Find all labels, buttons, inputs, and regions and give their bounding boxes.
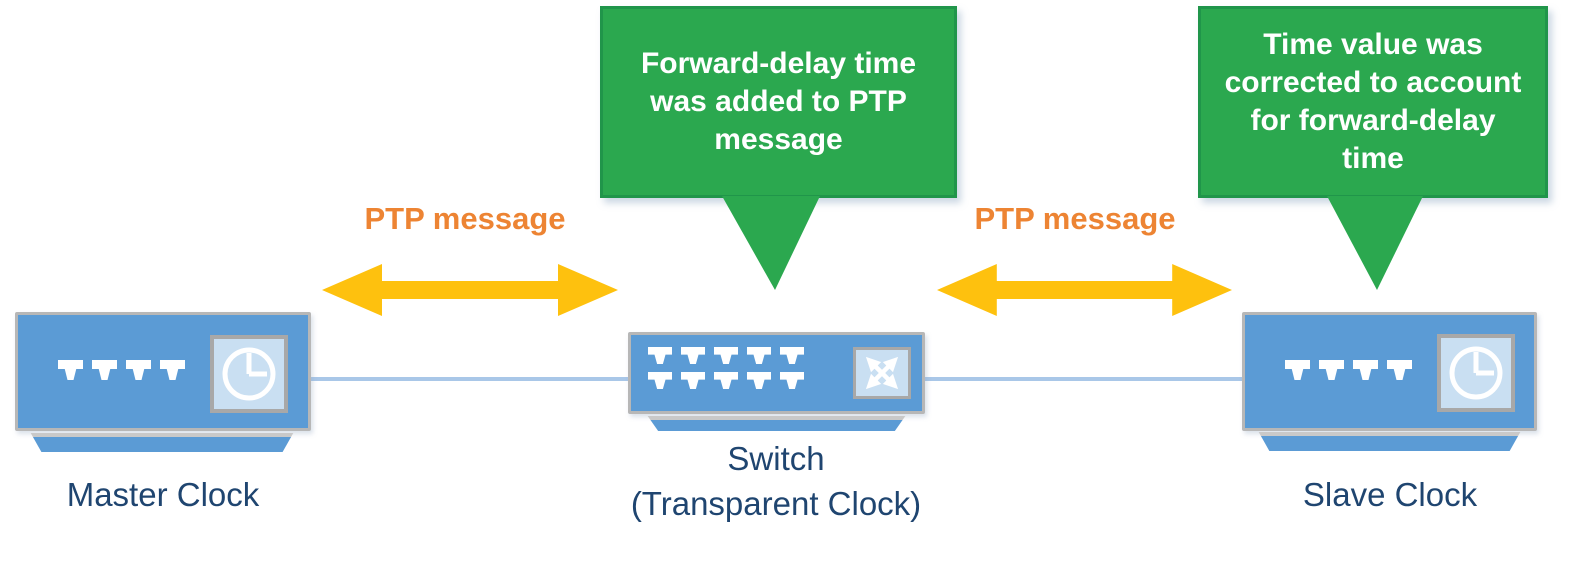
master-clock-device: [15, 312, 311, 431]
double-headed-arrow-icon: [937, 264, 1232, 316]
slave-clock-label: Slave Clock: [1302, 476, 1478, 513]
network-link-line-right: [922, 377, 1244, 381]
master-clock-label: Master Clock: [66, 476, 260, 513]
ptp-message-label-left: PTP message: [364, 201, 566, 236]
callout-text-line: was added to PTP: [650, 85, 907, 119]
ethernet-port-icon: [160, 360, 185, 380]
callout-time-value-corrected: Time value was corrected to account for …: [1198, 6, 1548, 198]
clock-icon: [1437, 334, 1515, 412]
switch-device: [628, 332, 925, 414]
ethernet-port-icon: [714, 372, 738, 389]
switch-label-group: Switch (Transparent Clock): [601, 436, 951, 526]
callout-pointer: [722, 196, 820, 290]
device-stand: [647, 416, 906, 431]
network-link-line-left: [310, 377, 630, 381]
slave-clock-device: [1242, 312, 1537, 431]
callout-text-line: time: [1342, 141, 1404, 175]
ethernet-port-icon: [1353, 360, 1378, 380]
ethernet-port-icon: [1319, 360, 1344, 380]
double-headed-arrow-icon: [322, 264, 618, 316]
ethernet-port-icon: [714, 347, 738, 364]
crossed-arrows-icon: [853, 347, 911, 399]
port-row: [648, 347, 804, 364]
ethernet-port-icon: [126, 360, 151, 380]
switch-label: Switch: [727, 440, 825, 477]
ptp-message-label-right: PTP message: [974, 201, 1176, 236]
switch-sublabel: (Transparent Clock): [630, 485, 922, 522]
ethernet-port-icon: [648, 347, 672, 364]
port-row: [1285, 360, 1412, 380]
device-stand: [30, 433, 294, 452]
ethernet-port-icon: [780, 347, 804, 364]
ethernet-port-icon: [1387, 360, 1412, 380]
callout-text-line: Forward-delay time: [640, 47, 917, 81]
callout-text-line: Time value was: [1263, 28, 1483, 62]
device-stand: [1258, 432, 1521, 451]
ethernet-port-icon: [92, 360, 117, 380]
callout-forward-delay-added: Forward-delay time was added to PTP mess…: [600, 6, 957, 198]
ethernet-port-icon: [681, 372, 705, 389]
clock-icon: [210, 335, 288, 413]
ethernet-port-icon: [747, 372, 771, 389]
ethernet-port-icon: [648, 372, 672, 389]
callout-text-line: corrected to account: [1224, 66, 1522, 100]
callout-text-line: message: [714, 122, 843, 156]
ethernet-port-icon: [1285, 360, 1310, 380]
port-row: [648, 372, 804, 389]
ethernet-port-icon: [747, 347, 771, 364]
port-row: [58, 360, 185, 380]
callout-text-line: for forward-delay: [1250, 104, 1496, 137]
ethernet-port-icon: [681, 347, 705, 364]
ethernet-port-icon: [58, 360, 83, 380]
ethernet-port-icon: [780, 372, 804, 389]
callout-pointer: [1327, 196, 1423, 290]
